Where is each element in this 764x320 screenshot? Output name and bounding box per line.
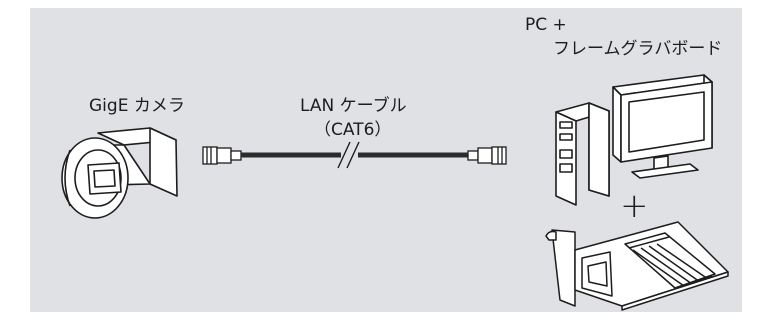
camera-icon (61, 127, 178, 219)
cable-spec-label: （CAT6） (314, 120, 392, 140)
pc-tower-icon (555, 102, 610, 206)
camera-label: GigE カメラ (89, 96, 185, 116)
frame-grabber-board-icon (545, 221, 729, 311)
plus-sign: + (620, 186, 649, 226)
monitor-icon (612, 74, 713, 179)
frame-grabber-label: フレームグラバボード (553, 39, 723, 59)
connector-icon (467, 146, 507, 165)
cable-break-icon (337, 141, 360, 169)
pc-label: PC + (525, 15, 567, 35)
cable-label: LAN ケーブル (300, 96, 407, 116)
connector-icon (202, 146, 242, 165)
